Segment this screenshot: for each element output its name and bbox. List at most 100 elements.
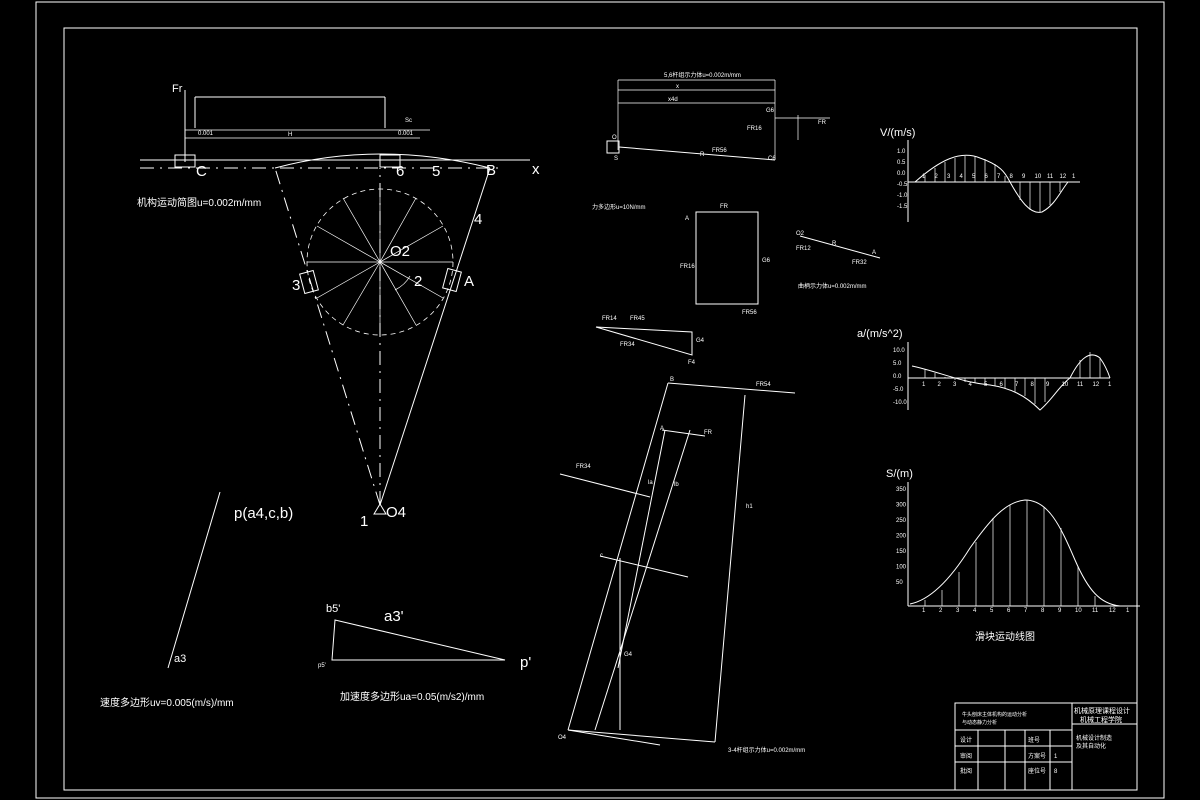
acc-x-tick-9: 10 (1062, 382, 1069, 388)
disp-x-tick-2: 3 (956, 608, 960, 614)
crank-a: A (872, 250, 876, 256)
small-fr14: FR14 (602, 316, 617, 322)
vel-y-tick-3: -0.5 (897, 182, 908, 188)
vel-y-tick-0: 1.0 (897, 149, 906, 155)
vel-y-tick-4: -1.0 (897, 193, 908, 199)
big-b: B (670, 377, 674, 383)
big-fr34: FR34 (576, 464, 591, 470)
acc-p5-label: p5' (318, 663, 326, 669)
force-top-title: 5,6杆组示力体u=0.002m/mm (664, 71, 741, 79)
label-1: 1 (360, 513, 368, 530)
tb-class: 班号 (1028, 736, 1040, 744)
small-f4: F4 (688, 360, 696, 366)
acc-x-tick-5: 6 (1000, 382, 1004, 388)
force-poly-fr56: FR56 (742, 310, 757, 316)
vel-x-tick-9: 10 (1035, 174, 1042, 180)
force-body-56: 5,6杆组示力体u=0.002m/mm x x4d O S FR G6 FR16… (606, 71, 830, 162)
big-a: A (660, 426, 664, 432)
force-polygon: 力多边形u=10N/mm A FR G6 FR16 FR56 (592, 203, 771, 316)
tb-project-line2: 与动态静力分析 (962, 719, 997, 726)
tb-design: 设计 (960, 736, 972, 744)
big-c: c (600, 553, 603, 559)
vel-x-tick-12: 1 (1072, 174, 1076, 180)
tb-seat-no: 8 (1054, 769, 1058, 775)
disp-chart-ylabel: S/(m) (886, 468, 913, 480)
outer-frame (35, 1, 1165, 799)
crank-fr12: FR12 (796, 246, 811, 252)
disp-y-tick-0: 350 (896, 487, 907, 493)
acceleration-polygon: b5' a3' p5' p' 加速度多边形ua=0.05(m/s2)/mm (318, 603, 531, 703)
crank-fr32: FR32 (852, 260, 867, 266)
label-4: 4 (474, 211, 482, 228)
force-top-fr16: FR16 (747, 126, 762, 132)
vel-x-tick-3: 4 (960, 174, 964, 180)
disp-x-tick-10: 11 (1092, 608, 1099, 614)
tb-major-line2: 及其自动化 (1076, 742, 1106, 750)
disp-x-tick-6: 7 (1024, 608, 1028, 614)
force-poly-fr16: FR16 (680, 264, 695, 270)
acc-b5-label: b5' (326, 603, 340, 615)
vel-x-tick-2: 3 (947, 174, 951, 180)
disp-x-tick-0: 1 (922, 608, 926, 614)
vel-chart-ylabel: V/(m/s) (880, 127, 915, 139)
vel-x-tick-0: 1 (922, 174, 926, 180)
dim-sc: Sc (405, 118, 412, 124)
mech-caption: 机构运动简图u=0.002m/mm (137, 196, 261, 209)
acc-chart-ylabel: a/(m/s^2) (857, 328, 903, 340)
acc-x-tick-6: 7 (1015, 382, 1019, 388)
vel-y-tick-2: 0.0 (897, 171, 906, 177)
force-top-r: R (700, 152, 705, 158)
tb-approve: 批阅 (960, 767, 972, 775)
label-6: 6 (396, 163, 404, 180)
tb-seat: 座位号 (1028, 767, 1046, 775)
big-o4: O4 (558, 735, 567, 741)
dim-mid: H (288, 132, 292, 138)
vel-x-tick-8: 9 (1022, 174, 1026, 180)
small-fr45: FR45 (630, 316, 645, 322)
big-g4: G4 (624, 652, 633, 658)
big-h1: h1 (746, 504, 753, 510)
vel-x-tick-1: 2 (935, 174, 939, 180)
vel-x-tick-5: 6 (985, 174, 989, 180)
acc-x-tick-12: 1 (1108, 382, 1112, 388)
label-5: 5 (432, 163, 440, 180)
label-o2: O2 (390, 243, 410, 260)
vel-caption: 速度多边形uv=0.005(m/s)/mm (100, 696, 234, 709)
disp-y-tick-2: 250 (896, 518, 907, 524)
label-c: C (196, 163, 207, 180)
acc-x-tick-10: 11 (1077, 382, 1084, 388)
vel-x-tick-4: 5 (972, 174, 976, 180)
disp-x-tick-3: 4 (973, 608, 977, 614)
disp-x-tick-11: 12 (1109, 608, 1116, 614)
force-top-l1: x (676, 84, 679, 90)
disp-x-tick-12: 1 (1126, 608, 1130, 614)
tb-check: 审阅 (960, 752, 972, 760)
label-x: x (532, 161, 540, 178)
label-2: 2 (414, 273, 422, 290)
acc-x-tick-8: 9 (1046, 382, 1050, 388)
big-lb: lb (674, 482, 679, 488)
force-poly-a: A (685, 216, 689, 222)
label-o4: O4 (386, 504, 406, 521)
small-g4: G4 (696, 338, 705, 344)
small-fr34: FR34 (620, 342, 635, 348)
label-a: A (464, 273, 474, 290)
vel-p-label: p(a4,c,b) (234, 505, 293, 522)
vel-x-tick-6: 7 (997, 174, 1001, 180)
big-fr: FR (704, 430, 713, 436)
acc-x-tick-2: 3 (953, 382, 957, 388)
acc-x-tick-7: 8 (1031, 382, 1035, 388)
tb-college: 机械工程学院 (1080, 715, 1122, 724)
crank-caption: 曲柄示力体u=0.002m/mm (798, 282, 867, 290)
vel-a3-label: a3 (174, 653, 186, 665)
tb-project: 牛头刨床主体机构的运动分析 (962, 711, 1027, 718)
disp-x-tick-1: 2 (939, 608, 943, 614)
mechanism-diagram: Fr 0.001 H 0.001 Sc C 6 5 B x 机构运动简图u=0.… (137, 83, 540, 530)
vel-x-tick-11: 12 (1060, 174, 1067, 180)
velocity-polygon: p(a4,c,b) a3 速度多边形uv=0.005(m/s)/mm (100, 491, 293, 709)
label-b: B (486, 162, 496, 179)
crank-r: R (832, 241, 837, 247)
